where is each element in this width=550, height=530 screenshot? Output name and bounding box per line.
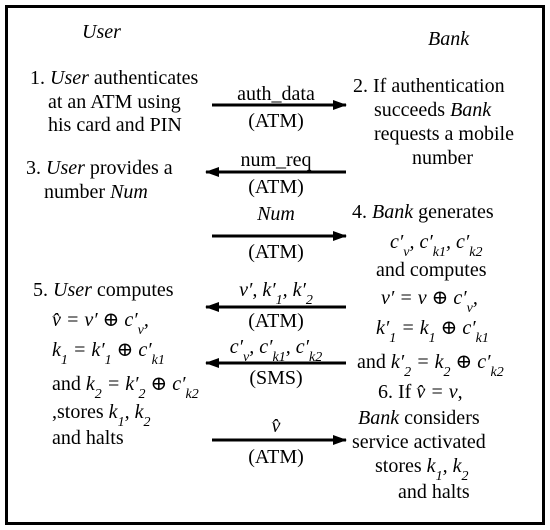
step-6: 6. If v̂ = v, Bank considers service act…	[352, 381, 486, 503]
message-numreq: num_req (ATM)	[205, 149, 346, 198]
message-numreq-label: num_req	[240, 149, 311, 171]
step-6-line-4: stores k1, k2	[375, 455, 468, 484]
step-5-line-4: and k2 = k′2 ⊕ c′k2	[52, 373, 199, 402]
step-5-line-3: k1 = k′1 ⊕ c′k1	[52, 339, 165, 368]
step-3-line-1: 3. User provides a	[26, 157, 173, 179]
message-vhat-channel: (ATM)	[248, 446, 304, 468]
step-2: 2. If authentication succeeds Bank reque…	[353, 75, 514, 169]
step-1-line-2: at an ATM using	[48, 91, 181, 113]
diagram-frame	[5, 5, 545, 525]
step-2-line-2: succeeds Bank	[374, 99, 492, 121]
step-6-line-3: service activated	[352, 431, 486, 453]
message-auth-channel: (ATM)	[248, 110, 304, 132]
message-vk: v′, k′1, k′2 (ATM)	[205, 279, 346, 332]
step-4-line-2: c′v, c′k1, c′k2	[390, 231, 482, 260]
message-sms-label: c′v, c′k1, c′k2	[230, 336, 322, 365]
step-6-line-2: Bank considers	[358, 407, 480, 429]
message-vhat-label: v̂	[272, 415, 281, 437]
message-num-label: Num	[256, 203, 295, 225]
message-vk-label: v′, k′1, k′2	[239, 279, 313, 308]
step-2-line-4: number	[412, 147, 473, 169]
step-3: 3. User provides a number Num	[26, 157, 173, 203]
step-1-line-3: his card and PIN	[48, 114, 182, 136]
step-5-line-2: v̂ = v′ ⊕ c′v,	[52, 309, 149, 338]
step-4: 4. Bank generates c′v, c′k1, c′k2 and co…	[352, 201, 504, 380]
step-5: 5. User computes v̂ = v′ ⊕ c′v, k1 = k′1…	[33, 279, 199, 449]
message-sms: c′v, c′k1, c′k2 (SMS)	[205, 336, 346, 389]
message-sms-channel: (SMS)	[249, 367, 302, 389]
message-auth-label: auth_data	[237, 83, 315, 105]
step-2-line-1: 2. If authentication	[353, 75, 505, 97]
step-6-line-5: and halts	[398, 481, 470, 503]
message-vhat: v̂ (ATM)	[212, 415, 347, 468]
step-4-line-4: v′ = v ⊕ c′v,	[381, 287, 478, 316]
step-4-line-5: k′1 = k1 ⊕ c′k1	[376, 317, 489, 346]
step-1: 1. User authenticates at an ATM using hi…	[30, 67, 199, 136]
step-5-line-6: and halts	[52, 427, 124, 449]
step-4-line-6: and k′2 = k2 ⊕ c′k2	[357, 351, 504, 380]
step-5-line-1: 5. User computes	[33, 279, 174, 301]
bank-column-header: Bank	[428, 28, 470, 50]
step-4-line-3: and computes	[376, 259, 487, 281]
message-num-channel: (ATM)	[248, 241, 304, 263]
message-vk-channel: (ATM)	[248, 310, 304, 332]
message-auth: auth_data (ATM)	[212, 83, 347, 132]
message-num: Num (ATM)	[212, 203, 347, 263]
step-1-line-1: 1. User authenticates	[30, 67, 199, 89]
user-column-header: User	[82, 21, 121, 43]
step-4-line-1: 4. Bank generates	[352, 201, 494, 223]
step-3-line-2: number Num	[44, 181, 148, 203]
step-6-line-1: 6. If v̂ = v,	[378, 381, 463, 403]
step-2-line-3: requests a mobile	[374, 123, 514, 145]
message-numreq-channel: (ATM)	[248, 176, 304, 198]
step-5-line-5: ,stores k1, k2	[52, 401, 150, 430]
